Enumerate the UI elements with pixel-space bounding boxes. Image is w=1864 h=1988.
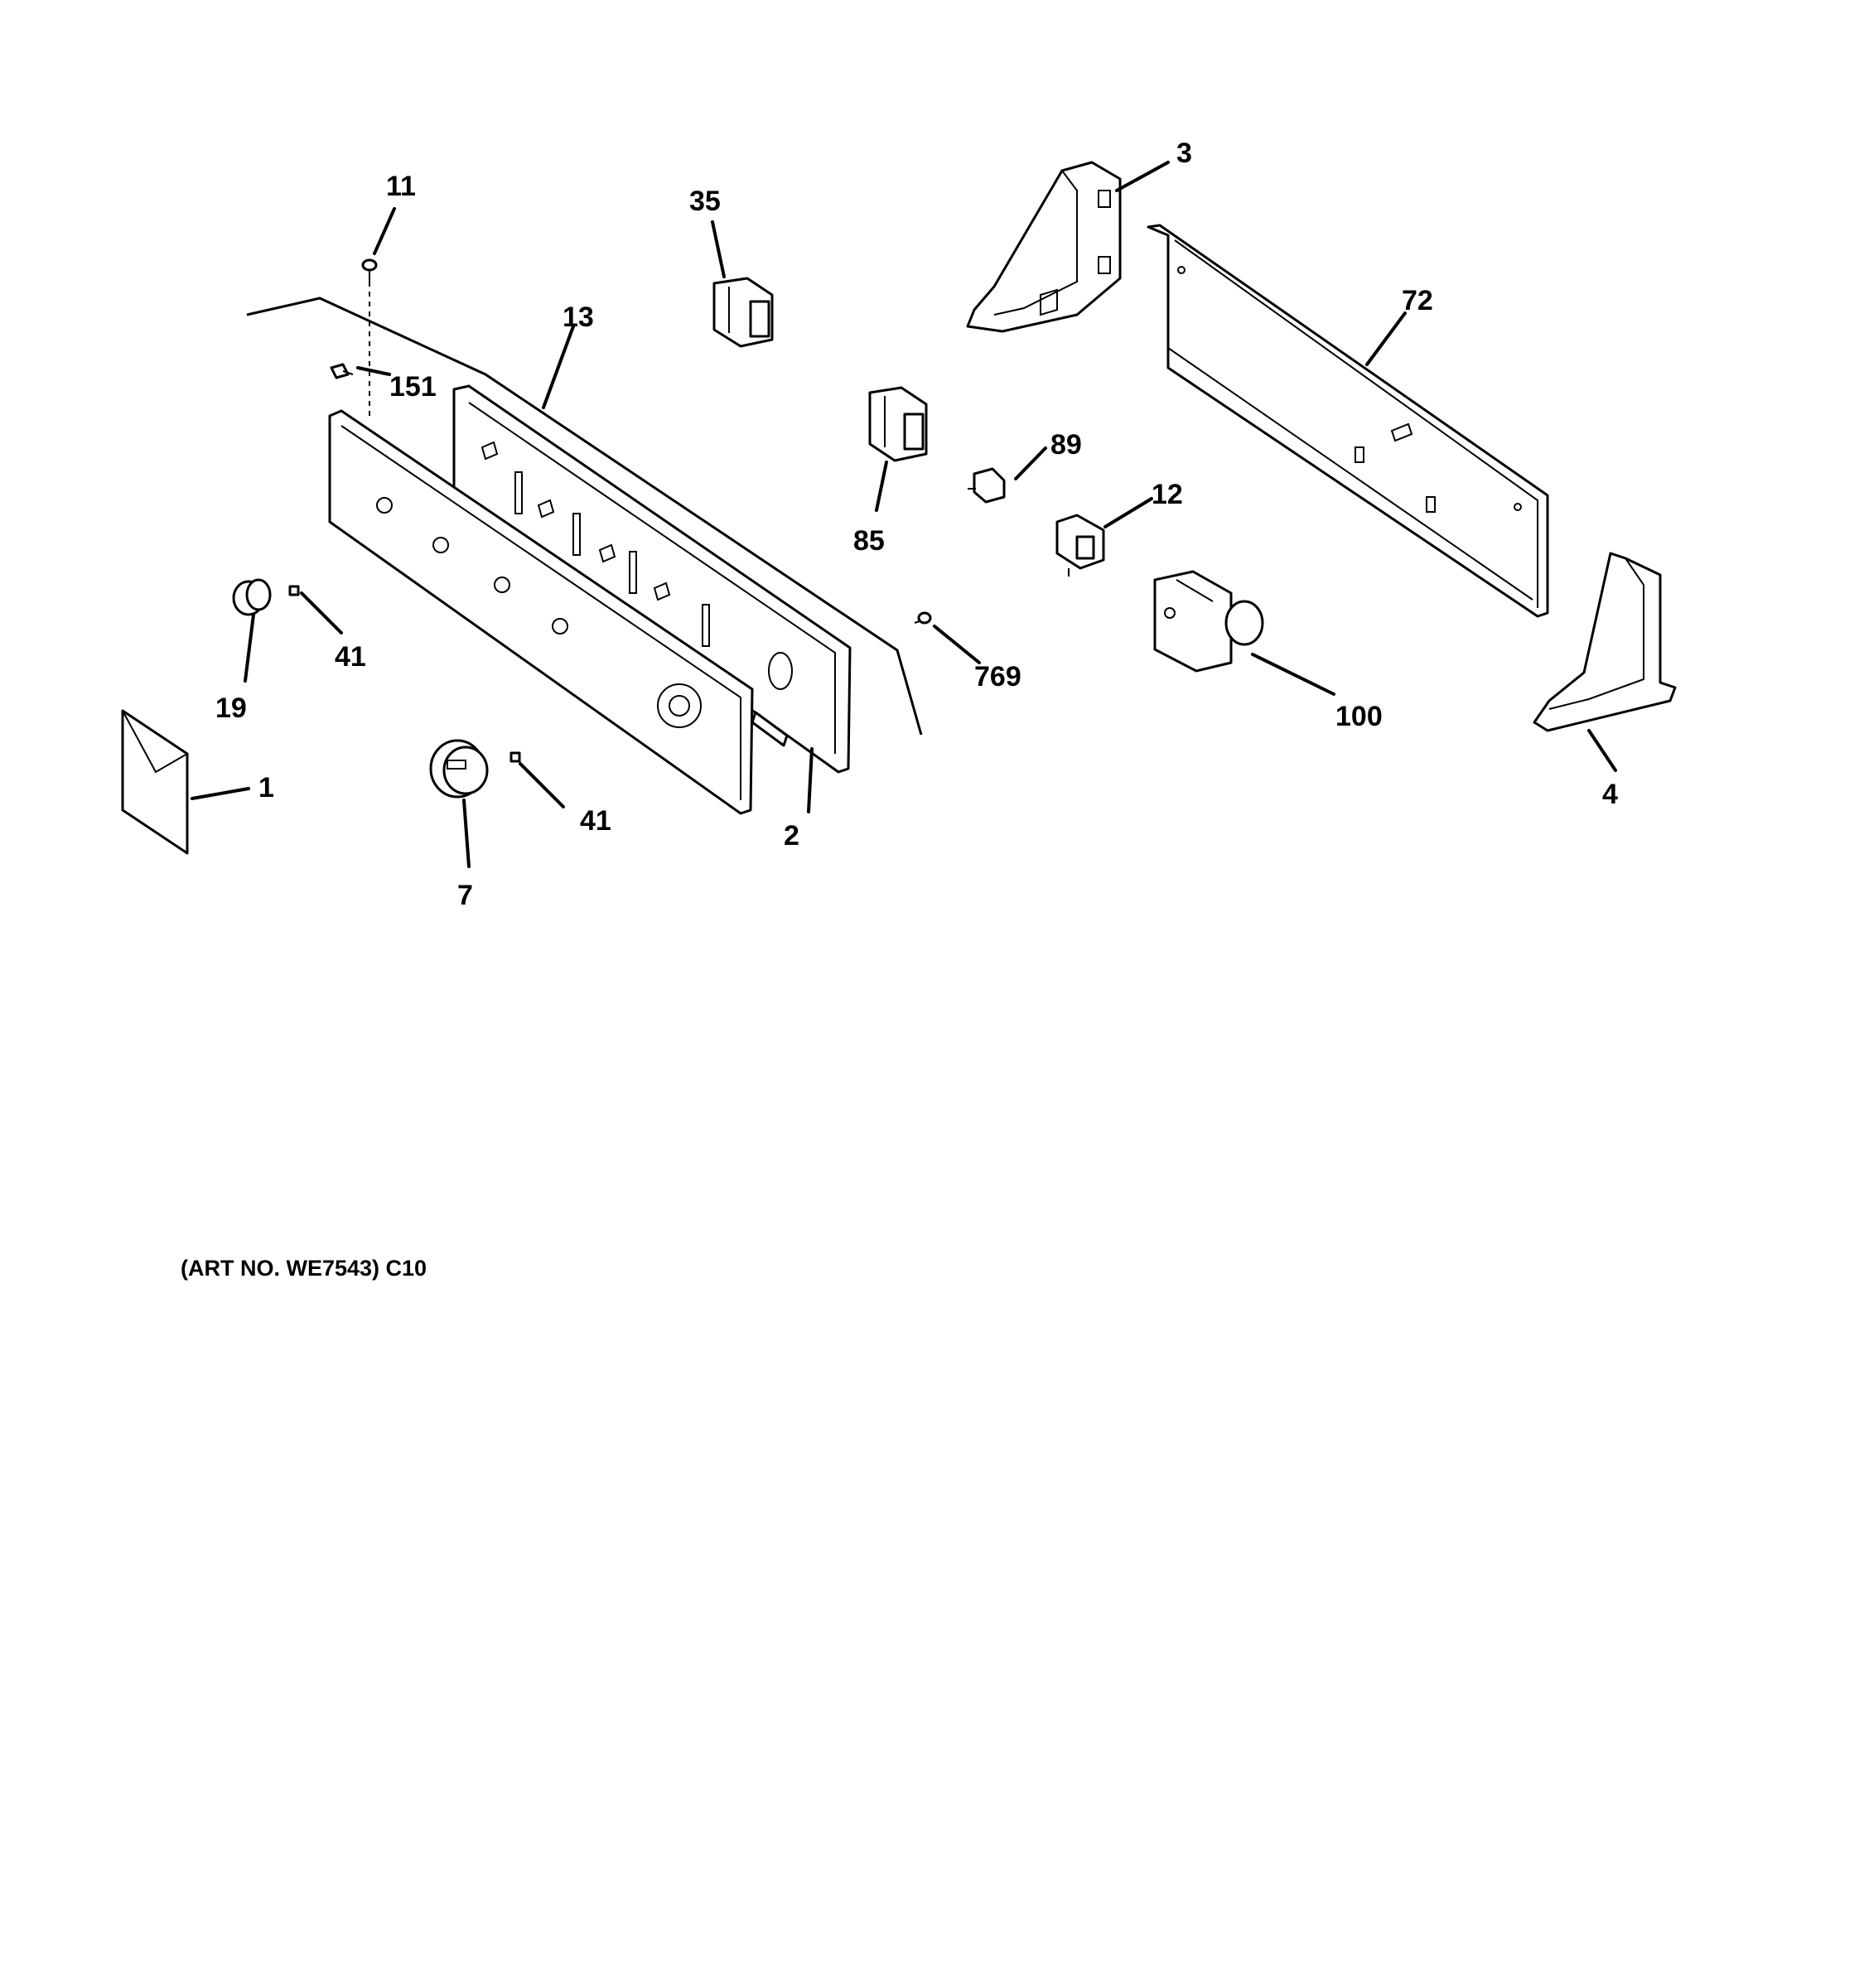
screw-part-11 bbox=[361, 258, 378, 418]
callout-13: 13 bbox=[563, 302, 594, 333]
callout-35: 35 bbox=[689, 186, 721, 217]
callout-85: 85 bbox=[853, 525, 885, 557]
clip-part-151 bbox=[330, 363, 354, 379]
set-screw-part-41b bbox=[509, 751, 521, 763]
switch-part-12 bbox=[1055, 514, 1105, 577]
callout-4: 4 bbox=[1602, 779, 1618, 810]
callout-1: 1 bbox=[258, 772, 274, 803]
envelope-part-1 bbox=[121, 709, 189, 855]
timer-part-100 bbox=[1153, 570, 1264, 673]
switch-part-85 bbox=[868, 386, 928, 462]
connector-part-89 bbox=[968, 467, 1006, 504]
screw-part-769 bbox=[914, 611, 932, 625]
control-bracket-part-13 bbox=[452, 384, 852, 774]
art-number: (ART NO. WE7543) C10 bbox=[181, 1256, 427, 1281]
callout-2: 2 bbox=[784, 820, 799, 852]
set-screw-part-41a bbox=[288, 585, 300, 596]
callout-89: 89 bbox=[1050, 429, 1082, 461]
rear-panel-part-72 bbox=[1147, 224, 1549, 618]
callout-72: 72 bbox=[1402, 285, 1433, 316]
switch-part-35 bbox=[712, 277, 774, 348]
callout-769: 769 bbox=[974, 661, 1021, 692]
small-knob-part-19 bbox=[232, 578, 272, 616]
leader-lines bbox=[191, 161, 1617, 868]
backsplash-outline bbox=[246, 297, 923, 736]
callout-labels: 11 151 13 35 3 72 89 12 85 769 100 4 2 1… bbox=[215, 138, 1618, 911]
callout-41-a: 41 bbox=[335, 641, 366, 673]
callout-151: 151 bbox=[389, 371, 437, 403]
timer-knob-part-7 bbox=[429, 739, 489, 799]
callout-12: 12 bbox=[1152, 479, 1183, 510]
end-cap-right-part-4 bbox=[1533, 552, 1677, 732]
callout-7: 7 bbox=[457, 880, 473, 911]
callout-41-b: 41 bbox=[580, 805, 611, 837]
callout-19: 19 bbox=[215, 692, 247, 724]
callout-100: 100 bbox=[1335, 701, 1383, 732]
callout-11: 11 bbox=[386, 171, 416, 202]
end-cap-left-part-3 bbox=[966, 161, 1122, 333]
control-panel-part-2 bbox=[328, 409, 754, 815]
callout-3: 3 bbox=[1176, 138, 1192, 169]
